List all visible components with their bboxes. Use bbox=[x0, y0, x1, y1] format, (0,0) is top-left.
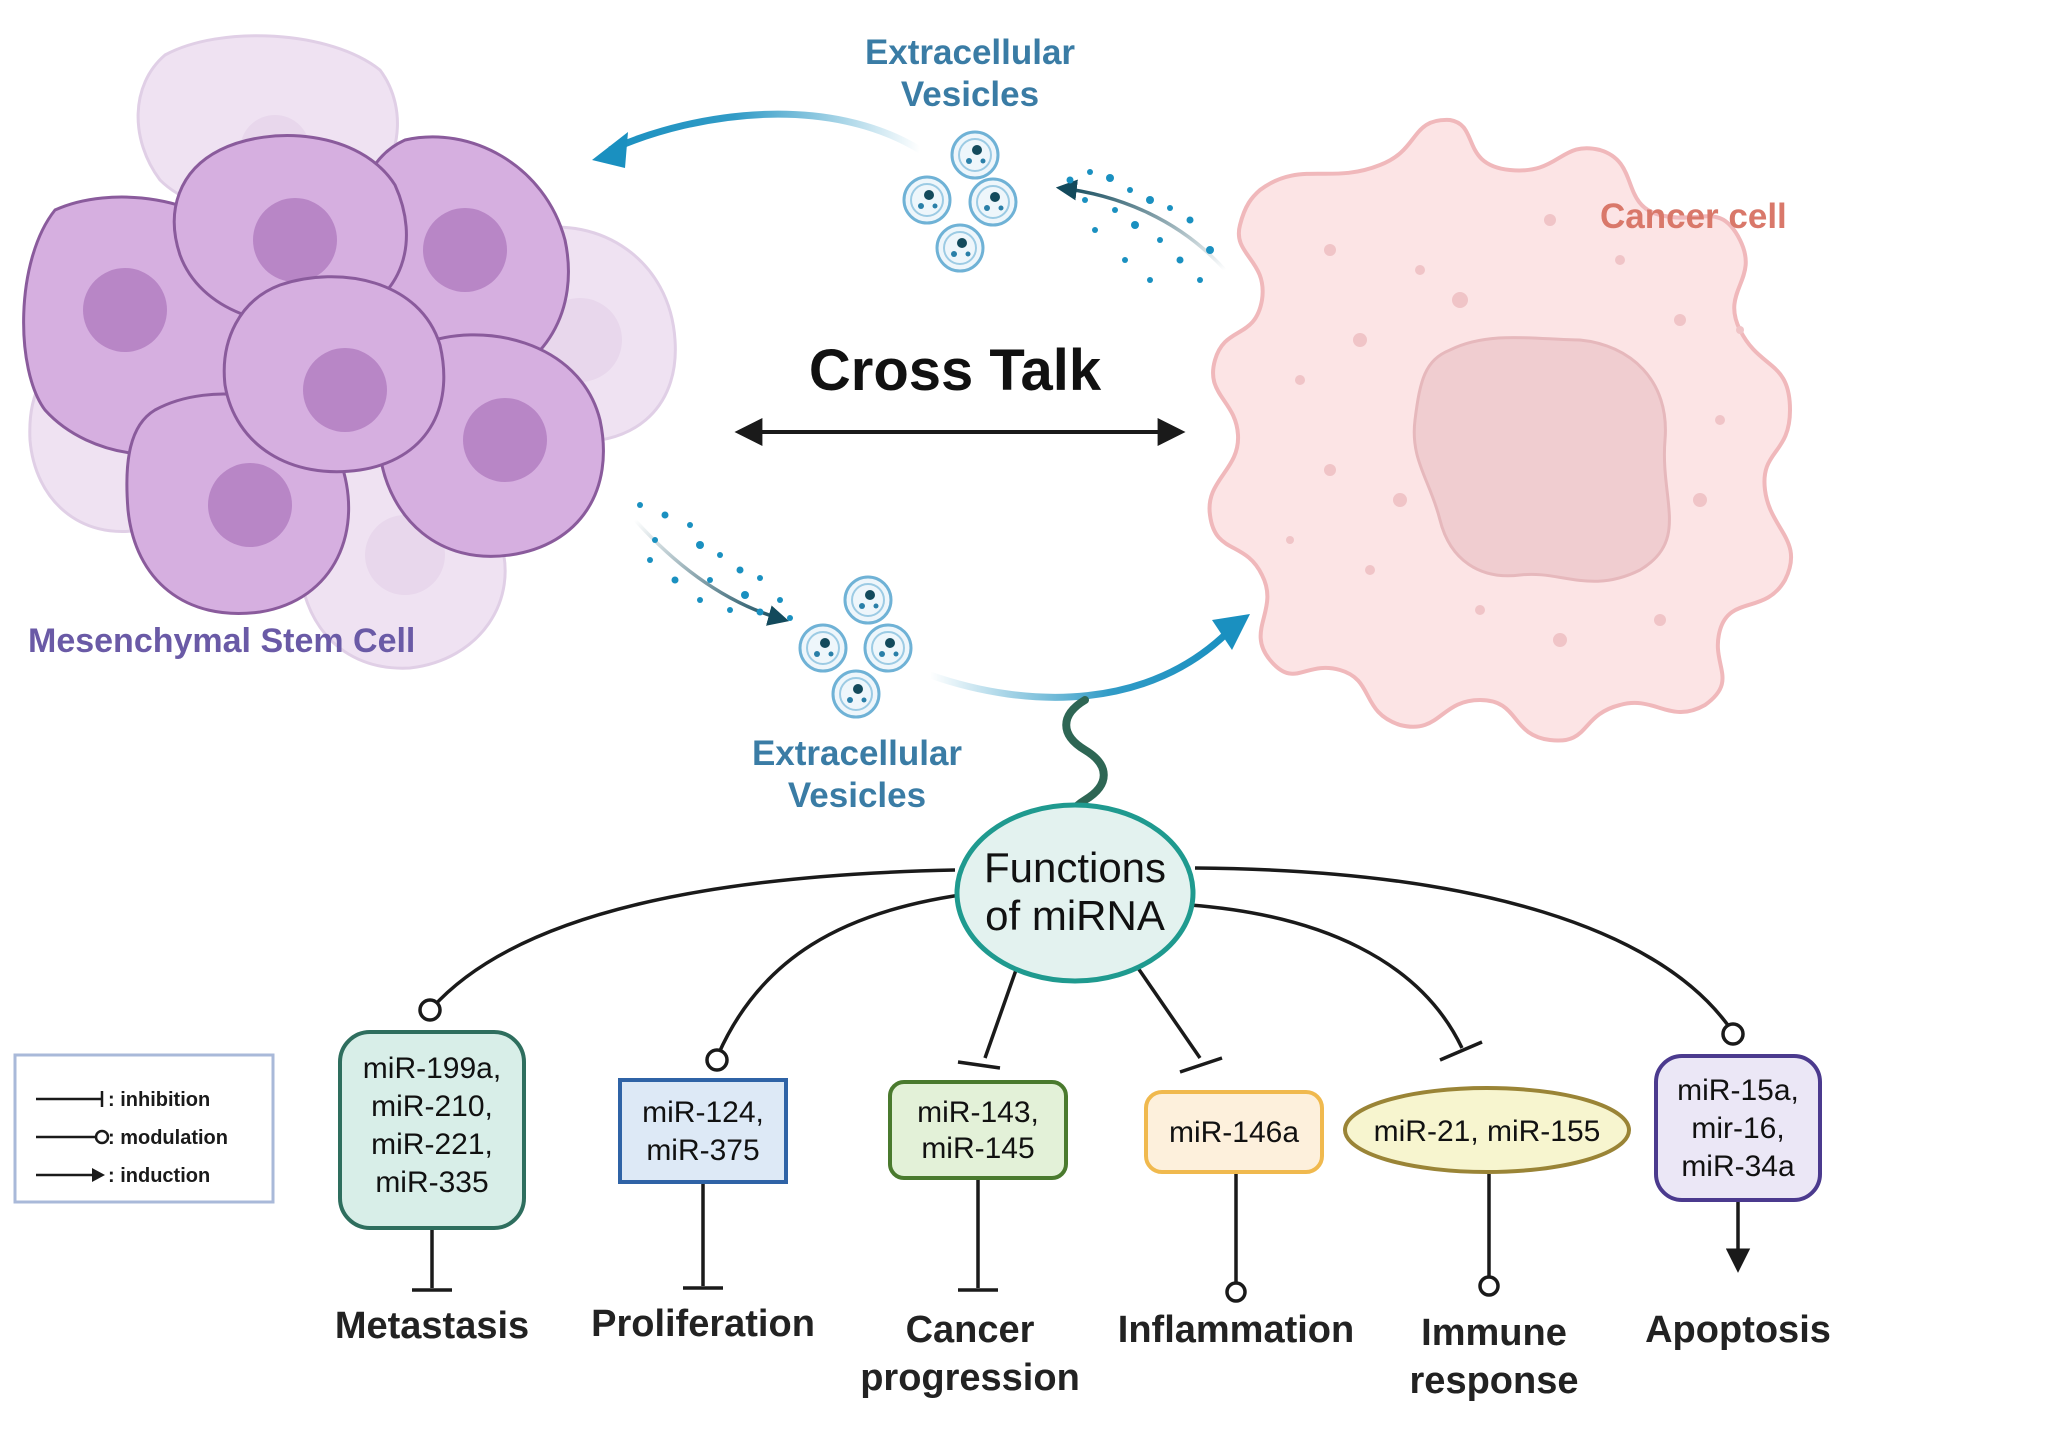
modulation-marker bbox=[418, 998, 442, 1022]
inhibition-marker bbox=[1439, 1040, 1483, 1062]
legend-inhibition-label: : inhibition bbox=[108, 1089, 210, 1111]
cancer-cell-label: Cancer cell bbox=[1600, 197, 1787, 236]
mirna-box-text: miR-146a bbox=[1169, 1116, 1299, 1149]
function-connectors bbox=[430, 866, 1732, 1059]
mesenchymal-stem-cell-cluster bbox=[22, 34, 677, 670]
mirna-box-text: mir-16, bbox=[1691, 1112, 1784, 1145]
vesicles-top bbox=[902, 130, 1018, 273]
vesicles-bottom bbox=[798, 575, 913, 719]
modulation-marker bbox=[1721, 1022, 1745, 1046]
outcome-immune-response-line2: response bbox=[1410, 1360, 1579, 1402]
legend-modulation-label: : modulation bbox=[108, 1127, 228, 1149]
mirna-box-proliferation: miR-124, miR-375 bbox=[618, 1078, 788, 1184]
mirna-box-text: miR-145 bbox=[921, 1132, 1034, 1165]
ev-particles-top bbox=[1066, 169, 1214, 283]
outcome-immune-response-line1: Immune bbox=[1421, 1312, 1567, 1354]
msc-label: Mesenchymal Stem Cell bbox=[28, 622, 415, 660]
functions-label-line2: of miRNA bbox=[985, 892, 1165, 939]
mirna-box-text: miR-21, miR-155 bbox=[1374, 1115, 1601, 1148]
mirna-box-text: miR-375 bbox=[646, 1134, 759, 1167]
ev-particles-bottom bbox=[637, 502, 793, 621]
outcome-inflammation: Inflammation bbox=[1118, 1309, 1354, 1351]
inhibition-marker bbox=[957, 1060, 1001, 1070]
mirna-box-apoptosis: miR-15a, mir-16, miR-34a bbox=[1654, 1054, 1822, 1202]
outcome-metastasis: Metastasis bbox=[335, 1305, 529, 1347]
legend-induction-label: : induction bbox=[108, 1165, 210, 1187]
effect-connectors bbox=[412, 1174, 1751, 1303]
mirna-box-text: miR-210, bbox=[371, 1090, 493, 1123]
mirna-box-text: miR-199a, bbox=[363, 1052, 501, 1085]
outcome-proliferation: Proliferation bbox=[591, 1303, 815, 1345]
ev-bottom-label-line1: Extracellular bbox=[752, 734, 962, 773]
mirna-box-text: miR-34a bbox=[1681, 1150, 1795, 1183]
outcome-cancer-progression-line1: Cancer bbox=[906, 1309, 1035, 1351]
inhibition-marker bbox=[1179, 1056, 1223, 1074]
modulation-marker bbox=[705, 1048, 729, 1072]
mirna-box-inflammation: miR-146a bbox=[1144, 1090, 1324, 1174]
mirna-box-text: miR-143, bbox=[917, 1096, 1039, 1129]
mirna-box-metastasis: miR-199a, miR-210, miR-221, miR-335 bbox=[338, 1030, 526, 1230]
mirna-box-text: miR-15a, bbox=[1677, 1074, 1799, 1107]
legend: : inhibition : modulation : induction bbox=[13, 1053, 275, 1204]
mirna-box-cancer-progression: miR-143, miR-145 bbox=[888, 1080, 1068, 1180]
cancer-cell bbox=[1207, 117, 1794, 743]
ev-transfer-arrow-bottom bbox=[928, 627, 1233, 701]
ev-release-arrow-bottom bbox=[633, 518, 790, 626]
mirna-box-text: miR-335 bbox=[375, 1166, 488, 1199]
mirna-box-text: miR-124, bbox=[642, 1096, 764, 1129]
ev-top-label-line2: Vesicles bbox=[901, 75, 1039, 114]
crosstalk-title: Cross Talk bbox=[809, 338, 1102, 403]
outcome-cancer-progression-line2: progression bbox=[860, 1357, 1080, 1399]
ev-transfer-arrow-top bbox=[608, 110, 922, 154]
outcome-apoptosis: Apoptosis bbox=[1645, 1309, 1831, 1351]
ev-top-label-line1: Extracellular bbox=[865, 33, 1075, 72]
functions-of-mirna-node: Functions of miRNA bbox=[954, 802, 1196, 984]
functions-label-line1: Functions bbox=[984, 844, 1166, 891]
mirna-box-immune-response: miR-21, miR-155 bbox=[1343, 1086, 1631, 1174]
mirna-box-text: miR-221, bbox=[371, 1128, 493, 1161]
ev-bottom-label-line2: Vesicles bbox=[788, 776, 926, 815]
